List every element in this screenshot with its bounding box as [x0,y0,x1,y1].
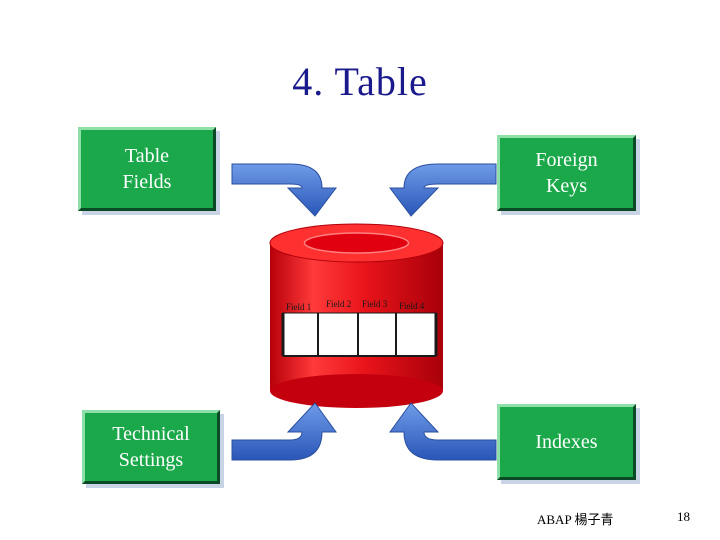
field-table: Field 1 Field 2 Field 3 Field 4 [281,299,438,357]
arrow-foreign-keys [389,163,497,217]
table-fields-label: Table Fields [122,145,172,193]
cylinder-top-rim [303,232,410,254]
field-4-label: Field 4 [399,301,425,311]
indexes-box: Indexes [497,404,636,480]
arrow-table-fields [231,163,337,217]
arrow-indexes [389,402,497,461]
table-fields-box: Table Fields [78,127,216,211]
footer-author: ABAP 楊子青 [537,512,614,527]
foreign-keys-label: Foreign Keys [535,149,598,197]
indexes-label: Indexes [535,431,598,453]
field-2-label: Field 2 [326,299,351,309]
arrow-technical-settings [231,402,337,461]
technical-settings-box: Technical Settings [82,410,220,484]
foreign-keys-box: Foreign Keys [497,135,636,211]
technical-settings-label: Technical Settings [112,423,190,471]
page-number: 18 [677,509,690,524]
cylinder-bottom [270,374,443,408]
page-title: 4. Table [292,59,428,104]
field-1-label: Field 1 [286,302,311,312]
field-3-label: Field 3 [362,299,388,309]
